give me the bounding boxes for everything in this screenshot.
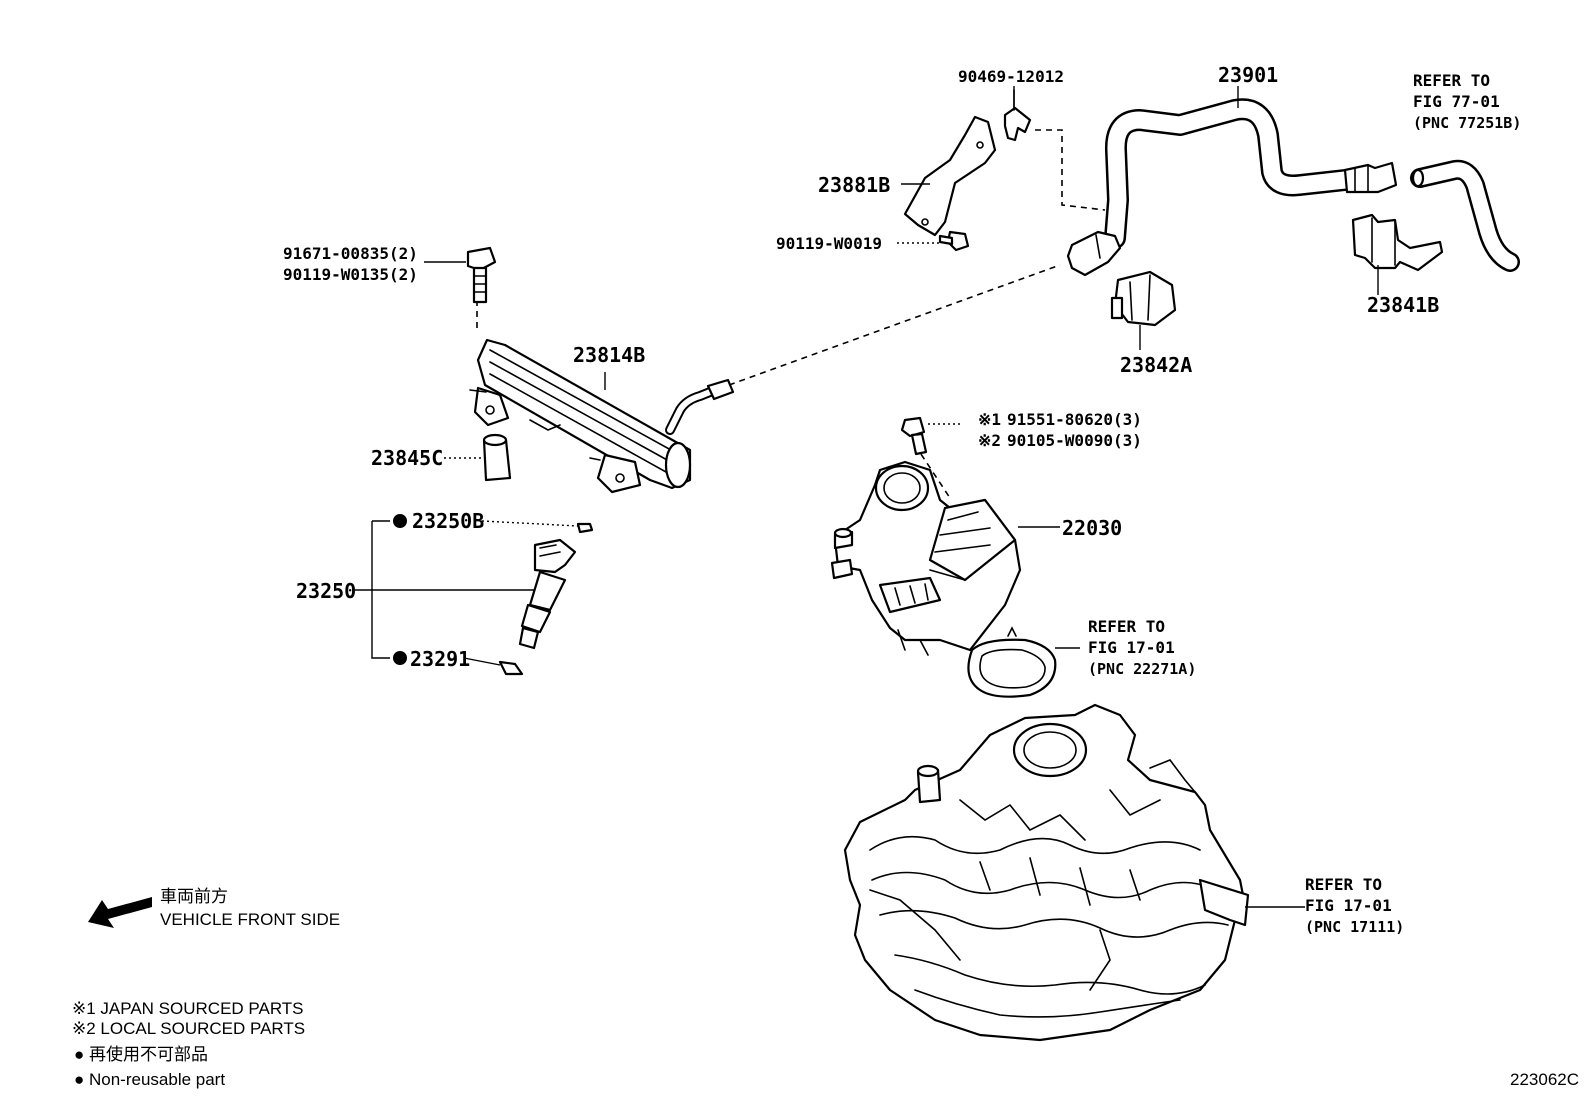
- nonreusable-bullet-icon: [393, 651, 407, 665]
- bolt-90119-w0019: [938, 230, 970, 252]
- label-23841b: 23841B: [1367, 293, 1439, 317]
- note-nonreusable-en: ● Non-reusable part: [74, 1070, 225, 1089]
- oring-23250b: [576, 522, 594, 534]
- label-90105: 90105-W0090(3): [1007, 431, 1142, 450]
- label-23881b: 23881B: [818, 173, 890, 197]
- injector-23250: [518, 538, 577, 650]
- label-91671: 91671-00835(2): [283, 244, 418, 263]
- refer-77-line3: (PNC 77251B): [1413, 114, 1521, 132]
- refer-17a-line2: FIG 17-01: [1088, 638, 1175, 657]
- damper-23842a: [1110, 270, 1177, 327]
- label-90119-w0135: 90119-W0135(2): [283, 265, 418, 284]
- refer-17a-line1: REFER TO: [1088, 617, 1165, 636]
- refer-77-line1: REFER TO: [1413, 71, 1490, 90]
- label-91551-mark: ※1: [978, 410, 1001, 429]
- vehicle-front-arrow-icon: [88, 897, 152, 928]
- label-90469: 90469-12012: [958, 67, 1064, 86]
- intake-manifold: [843, 703, 1250, 1042]
- bolt-91551: [900, 416, 928, 456]
- assembly-guide-lines: [476, 129, 1106, 499]
- spacer-23845c: [482, 433, 512, 482]
- refer-17a-line3: (PNC 22271A): [1088, 660, 1196, 678]
- label-90119-w0019: 90119-W0019: [776, 234, 882, 253]
- clip-90469: [1003, 89, 1032, 142]
- bolt-91671: [466, 246, 497, 304]
- label-22030: 22030: [1062, 516, 1122, 540]
- fuel-rail-23814b: [469, 338, 735, 494]
- note-nonreusable-jp: ● 再使用不可部品: [74, 1044, 208, 1064]
- label-23842a: 23842A: [1120, 353, 1192, 377]
- label-23250b: 23250B: [412, 509, 484, 533]
- clamp-23841b: [1351, 213, 1444, 272]
- label-90105-mark: ※2: [978, 431, 1001, 450]
- bracket-23881b: [903, 115, 997, 237]
- label-23845c: 23845C: [371, 446, 443, 470]
- label-23250: 23250: [296, 579, 356, 603]
- throttle-body-22030: [830, 460, 1022, 656]
- refer-77-line2: FIG 77-01: [1413, 92, 1500, 111]
- label-23901: 23901: [1218, 63, 1278, 87]
- gasket-22271a: [967, 626, 1057, 698]
- note-local-sourced: ※2 LOCAL SOURCED PARTS: [72, 1019, 305, 1038]
- nonreusable-bullet-icon: [393, 514, 407, 528]
- seal-23291: [498, 660, 524, 676]
- refer-17b-line2: FIG 17-01: [1305, 896, 1392, 915]
- direction-label-en: VEHICLE FRONT SIDE: [160, 910, 340, 929]
- note-japan-sourced: ※1 JAPAN SOURCED PARTS: [72, 999, 304, 1018]
- direction-label-jp: 車両前方: [160, 887, 228, 906]
- label-91551: 91551-80620(3): [1007, 410, 1142, 429]
- hose-refer-77-01: [1410, 159, 1520, 272]
- label-23814b: 23814B: [573, 343, 645, 367]
- leader-lines: [352, 86, 1379, 908]
- fuel-hose-23901: [1066, 98, 1398, 277]
- diagram-id: 223062C: [1510, 1070, 1579, 1089]
- refer-17b-line1: REFER TO: [1305, 875, 1382, 894]
- refer-17b-line3: (PNC 17111): [1305, 918, 1404, 936]
- label-23291: 23291: [410, 647, 470, 671]
